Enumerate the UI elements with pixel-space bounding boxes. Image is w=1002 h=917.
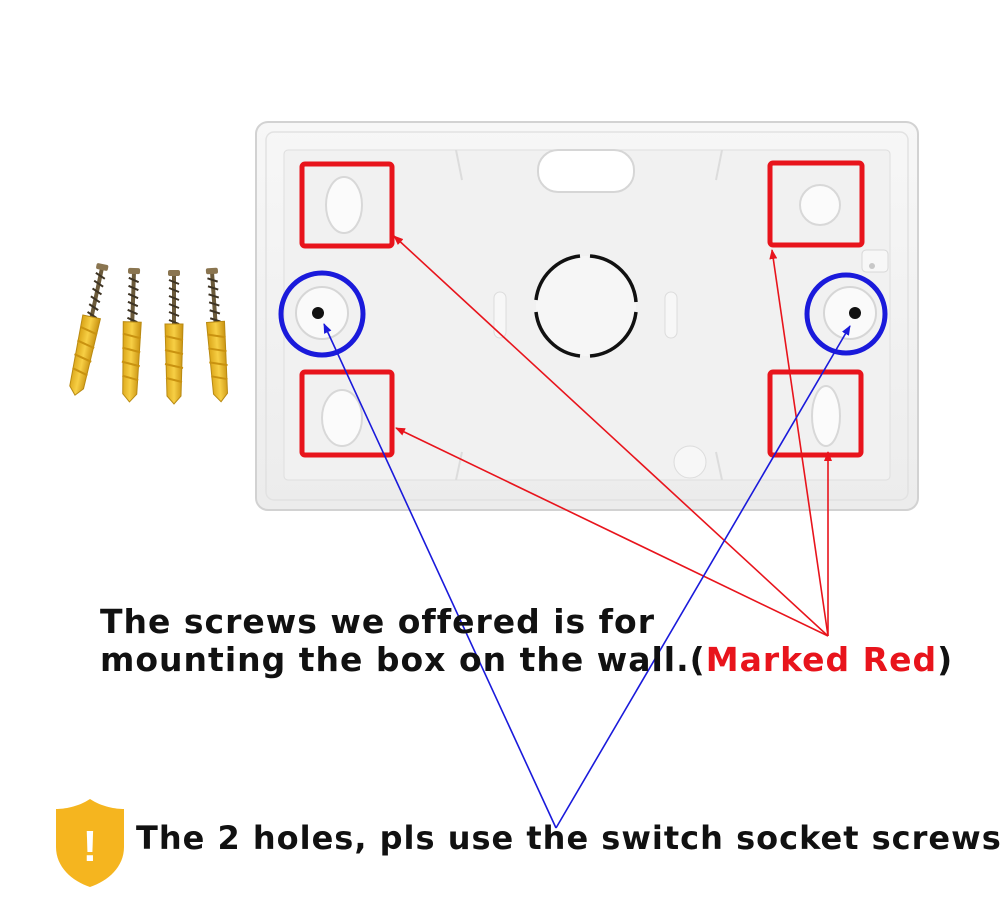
marked-red-text: Marked Red [705, 640, 938, 679]
blue-markers [278, 270, 888, 358]
red-markers [299, 160, 865, 458]
red-arrows [393, 235, 832, 637]
red-marker-bottom-left [299, 369, 395, 458]
caption-line-2-prefix: mounting the box on the wall.( [100, 640, 706, 679]
screws-and-wall-anchors [69, 263, 229, 405]
warning-shield-icon: ! [56, 799, 124, 887]
screw-anchor [164, 270, 184, 405]
caption-line-2: mounting the box on the wall.(Marked Red… [100, 641, 953, 679]
caption-screws-note: The screws we offered is for mounting th… [100, 603, 953, 679]
red-marker-top-right [767, 160, 865, 248]
knockout-circle [534, 254, 638, 358]
red-marker-top-left [299, 161, 395, 249]
caption-line-2-suffix: ) [937, 640, 954, 679]
caption-holes-note: The 2 holes, pls use the switch socket s… [136, 819, 1002, 857]
caption-line-1: The screws we offered is for [100, 602, 655, 641]
junction-box [255, 121, 919, 511]
blue-arrows [323, 323, 851, 829]
blue-marker-left [278, 270, 366, 358]
screw-anchor [205, 267, 229, 403]
warning-glyph: ! [83, 822, 98, 871]
blue-marker-right [804, 272, 888, 356]
screw-anchor [69, 263, 109, 396]
screw-anchor [121, 267, 142, 403]
junction-box-illustration [69, 121, 919, 829]
red-marker-bottom-right [767, 369, 864, 458]
